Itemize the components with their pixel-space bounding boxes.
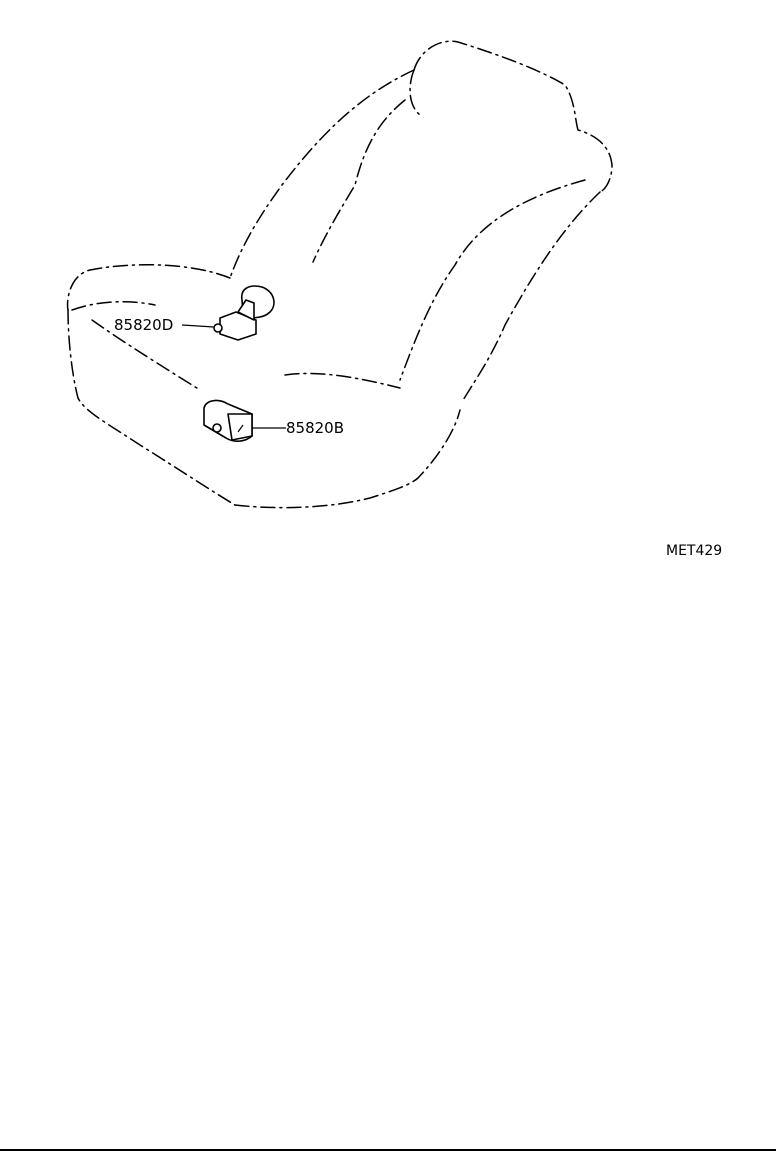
seat-outline bbox=[66, 40, 613, 509]
part-85820D-component bbox=[213, 285, 275, 341]
seat-headrest-outline bbox=[413, 40, 613, 193]
seat-backrest-side bbox=[461, 191, 601, 403]
seat-cushion-front-top bbox=[284, 372, 401, 389]
part-85820B-slot bbox=[237, 424, 244, 433]
seat-cushion-crease bbox=[71, 300, 156, 311]
seat-cushion-bottom bbox=[234, 409, 461, 509]
seat-backrest-rear-edge bbox=[229, 69, 415, 279]
seat-cushion-side bbox=[67, 309, 236, 506]
part-85820B-plug bbox=[212, 423, 222, 433]
part-85820B-component bbox=[203, 399, 253, 442]
part-85820D-body bbox=[219, 311, 257, 341]
seat-cushion-top bbox=[66, 263, 231, 311]
part-85820B-face bbox=[227, 413, 253, 441]
part-label-85820D: 85820D bbox=[114, 316, 173, 334]
leader-line-85820D bbox=[181, 324, 215, 328]
seat-headrest-front bbox=[409, 69, 421, 116]
seat-backrest-crease bbox=[312, 99, 406, 263]
seat-cushion-diagonal bbox=[91, 319, 201, 391]
figure-code: MET429 bbox=[666, 543, 722, 559]
part-label-85820B: 85820B bbox=[286, 419, 344, 437]
part-85820D-plug bbox=[213, 323, 223, 333]
part-85820D-tab bbox=[237, 299, 255, 321]
seat-backrest-front-edge bbox=[399, 179, 586, 381]
